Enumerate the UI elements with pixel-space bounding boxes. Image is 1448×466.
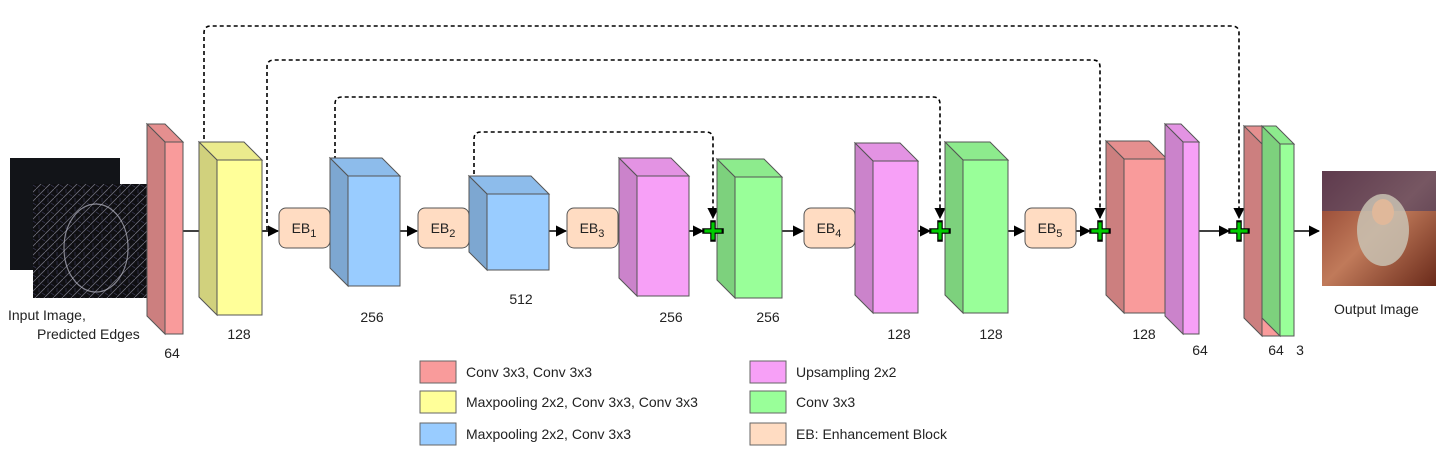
legend-label: EB: Enhancement Block — [796, 426, 948, 442]
block-side-face — [329, 156, 349, 288]
block-front-face — [734, 176, 783, 299]
block-maxpool-128: 128 — [197, 140, 264, 342]
eb-label: EB1 — [292, 220, 317, 240]
input-label-line2: Predicted Edges — [37, 326, 140, 342]
block-conv-128b: 128 — [1104, 139, 1169, 342]
block-channel-label: 128 — [1132, 326, 1156, 342]
eb-label: EB3 — [580, 220, 605, 240]
block-upsample-256: 256 — [617, 156, 691, 325]
block-front-face — [164, 141, 184, 335]
legend-item: Maxpooling 2x2, Conv 3x3, Conv 3x3 — [419, 390, 698, 414]
block-upsample-128: 128 — [853, 141, 920, 342]
eb-label: EB4 — [817, 220, 842, 240]
legend-item: Conv 3x3 — [749, 390, 855, 414]
plus-icon — [702, 220, 724, 242]
eb-5: EB5 — [1024, 207, 1077, 249]
eb-box — [566, 207, 619, 249]
legend-item: Maxpooling 2x2, Conv 3x3 — [419, 422, 631, 446]
block-side-face — [1105, 139, 1125, 315]
legend-swatch — [749, 390, 787, 414]
addition-nodes — [702, 220, 1250, 242]
block-front-face — [486, 193, 550, 271]
block-upsample-64: 64 — [1163, 122, 1208, 358]
block-conv-256: 256 — [715, 157, 784, 325]
skip-connection-4 — [473, 131, 719, 230]
eb-2: EB2 — [417, 207, 470, 249]
skip-connections — [203, 25, 1245, 230]
block-front-face — [1279, 143, 1295, 337]
eb-4: EB4 — [803, 207, 856, 249]
feature-blocks: 64 128 256 512 256 256 128 128 128 64 64 3 — [145, 122, 1304, 361]
block-channel-label: 256 — [756, 309, 780, 325]
block-channel-label: 128 — [227, 326, 251, 342]
block-conv-3-out: 3 — [1260, 124, 1304, 358]
output-image — [1322, 171, 1436, 286]
legend-label: Upsampling 2x2 — [796, 364, 897, 380]
block-channel-label: 256 — [659, 309, 683, 325]
skip-connection-2 — [266, 59, 1106, 230]
block-channel-label: 64 — [1268, 342, 1284, 358]
block-front-face — [872, 160, 919, 314]
eb-box — [1024, 207, 1077, 249]
eb-box — [417, 207, 470, 249]
block-front-face — [1123, 158, 1168, 314]
block-side-face — [1164, 122, 1184, 336]
block-channel-label: 256 — [360, 309, 384, 325]
predicted-edges-image — [33, 184, 148, 298]
input-label-line1: Input Image, — [8, 307, 86, 323]
block-side-face — [854, 141, 874, 315]
block-front-face — [1182, 141, 1200, 335]
block-side-face — [944, 140, 964, 315]
legend-swatch — [749, 422, 787, 446]
legend-label: Conv 3x3 — [796, 394, 855, 410]
block-side-face — [146, 122, 166, 336]
block-conv-64: 64 — [145, 122, 185, 361]
edges-figure-shape — [63, 203, 129, 293]
eb-label: EB2 — [431, 220, 456, 240]
block-front-face — [216, 159, 263, 316]
eb-box — [278, 207, 331, 249]
enhancement-blocks: EB1 EB2 EB3 EB4 EB5 — [278, 207, 1077, 249]
skip-connection-3 — [334, 96, 946, 230]
block-channel-label: 128 — [979, 326, 1003, 342]
legend-swatch — [419, 390, 457, 414]
legend-item: Conv 3x3, Conv 3x3 — [419, 360, 592, 384]
legend-swatch — [419, 360, 457, 384]
skip-connection-1 — [203, 25, 1245, 230]
block-channel-label: 512 — [509, 291, 533, 307]
eb-1: EB1 — [278, 207, 331, 249]
block-channel-label: 64 — [1192, 342, 1208, 358]
legend-swatch — [419, 422, 457, 446]
plus-icon — [929, 220, 951, 242]
legend-swatch — [749, 360, 787, 384]
block-maxpool-256: 256 — [328, 156, 402, 325]
eb-label: EB5 — [1038, 220, 1063, 240]
output-label: Output Image — [1334, 301, 1419, 317]
block-side-face — [1261, 124, 1281, 338]
plus-icon — [1228, 220, 1250, 242]
block-front-face — [962, 159, 1009, 314]
legend-label: Conv 3x3, Conv 3x3 — [466, 364, 592, 380]
block-channel-label: 64 — [164, 345, 180, 361]
block-channel-label: 128 — [887, 326, 911, 342]
eb-box — [803, 207, 856, 249]
legend-label: Maxpooling 2x2, Conv 3x3, Conv 3x3 — [466, 394, 698, 410]
input-images — [10, 158, 148, 298]
legend-item: EB: Enhancement Block — [749, 422, 948, 446]
legend-item: Upsampling 2x2 — [749, 360, 897, 384]
block-front-face — [636, 175, 690, 297]
block-side-face — [198, 140, 218, 317]
block-channel-label: 3 — [1296, 342, 1304, 358]
eb-3: EB3 — [566, 207, 619, 249]
block-conv-128: 128 — [943, 140, 1010, 342]
block-maxpool-512: 512 — [467, 174, 551, 307]
legend-label: Maxpooling 2x2, Conv 3x3 — [466, 426, 631, 442]
plus-icon — [1089, 220, 1111, 242]
block-front-face — [347, 175, 401, 287]
block-side-face — [618, 156, 638, 298]
